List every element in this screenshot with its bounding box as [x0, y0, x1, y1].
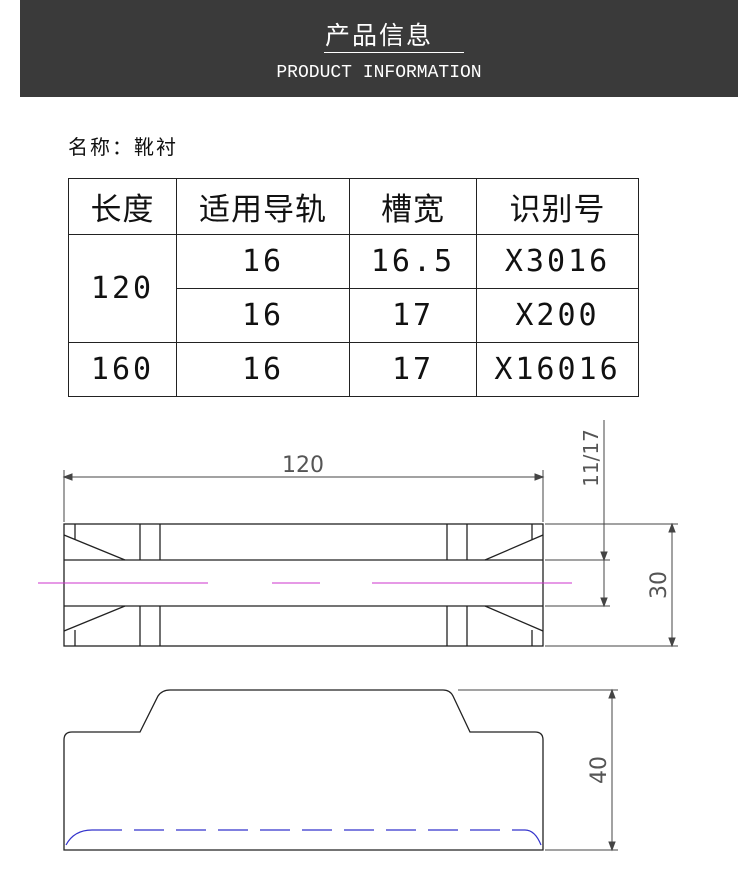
- dim-height-label: 40: [587, 756, 612, 784]
- top-view-outline: [63, 523, 544, 647]
- dim-length-label: 120: [282, 453, 324, 478]
- table-row: 16 17 X200: [69, 288, 639, 343]
- side-view: [63, 689, 544, 851]
- cell-id: X3016: [476, 234, 639, 289]
- cell-id: X16016: [476, 342, 639, 397]
- cell-slot: 17: [349, 342, 477, 397]
- title-underline: [324, 52, 464, 53]
- header-rail: 适用导轨: [176, 178, 350, 235]
- top-view: [63, 523, 544, 647]
- page-subtitle: PRODUCT INFORMATION: [276, 63, 482, 83]
- cell-rail: 16: [176, 288, 350, 343]
- cell-length: 160: [68, 342, 177, 397]
- side-dimension: [458, 688, 618, 852]
- cell-id: X200: [476, 288, 639, 343]
- cell-slot: 17: [349, 288, 477, 343]
- dimension-lines: [62, 420, 678, 648]
- cell-slot: 16.5: [349, 234, 477, 289]
- side-view-outline: [63, 689, 544, 851]
- spec-table: 长度 适用导轨 槽宽 识别号 120 16 16.5 X3016 16 17 X…: [68, 178, 639, 397]
- hidden-line: [65, 829, 542, 846]
- cell-rail: 16: [176, 342, 350, 397]
- header-banner: 产品信息 PRODUCT INFORMATION: [20, 0, 738, 97]
- header-id: 识别号: [476, 178, 639, 235]
- dim-slot-width-label: 11/17: [579, 429, 603, 487]
- table-row: 160 16 17 X16016: [68, 342, 639, 397]
- cell-rail: 16: [176, 234, 350, 289]
- header-slot-width: 槽宽: [349, 178, 477, 235]
- dim-width-label: 30: [647, 571, 672, 599]
- header-length: 长度: [68, 178, 177, 235]
- table-row: 120 16 16.5 X3016: [68, 234, 639, 343]
- page-title: 产品信息: [324, 21, 433, 50]
- table-header-row: 长度 适用导轨 槽宽 识别号: [68, 178, 639, 235]
- product-name: 名称：靴衬: [68, 135, 178, 159]
